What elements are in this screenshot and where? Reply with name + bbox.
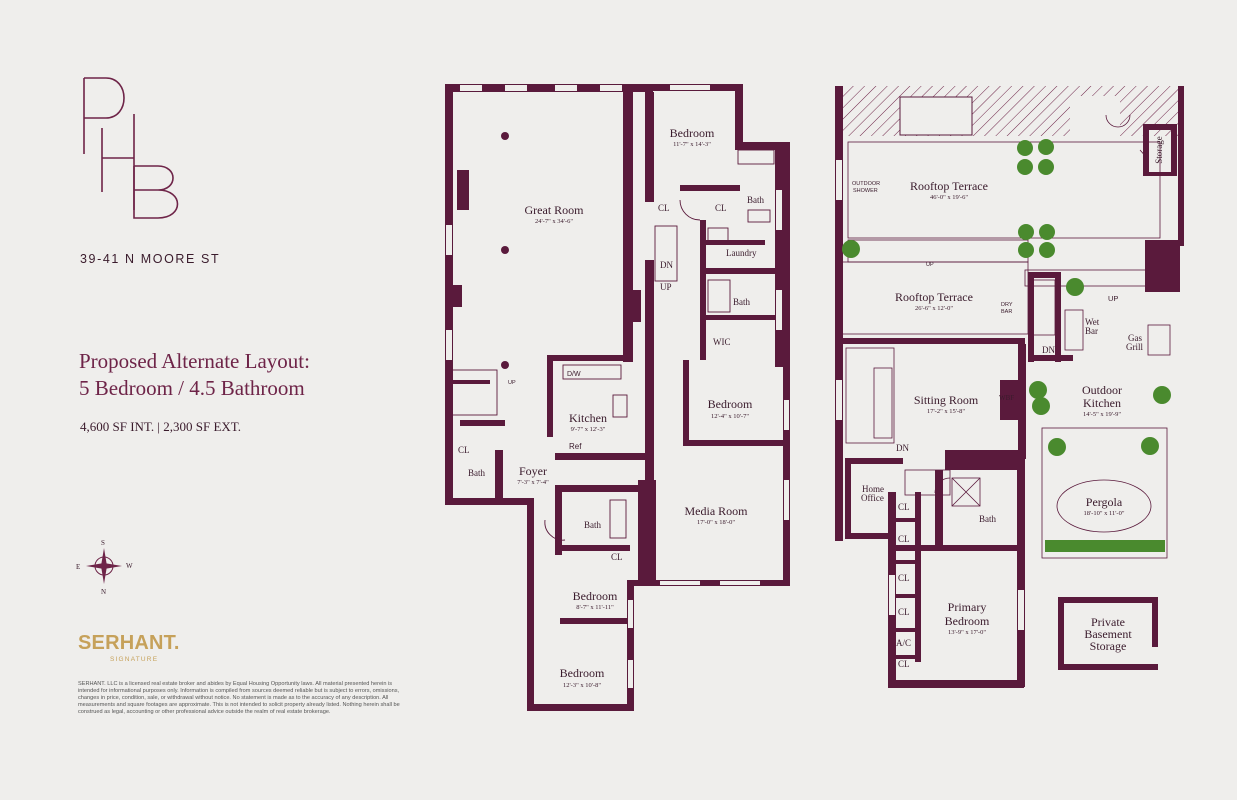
basement-label-1: Private (1091, 615, 1125, 629)
bath-3-label: Bath (468, 468, 485, 478)
sitting-room-dims: 17'-2" x 15'-8" (927, 408, 965, 415)
storage-label: Storage (1154, 136, 1164, 164)
closet-1-label: CL (898, 502, 910, 512)
serhant-brand: SERHANT. SIGNATURE (78, 632, 180, 663)
wbf-label: WBF (999, 394, 1014, 402)
upper-floor-labels: Storage OUTDOOR SHOWER Rooftop Terrace 4… (852, 136, 1164, 669)
dry-bar-label-1: DRY (1001, 302, 1013, 308)
great-room-dims: 24'-7" x 34'-6" (535, 218, 573, 225)
primary-bedroom-label-2: Bedroom (945, 614, 990, 628)
outdoor-shower-label-2: SHOWER (853, 188, 878, 194)
rooftop-terrace-1-label: Rooftop Terrace (910, 179, 988, 193)
gas-grill-label-2: Grill (1126, 342, 1143, 352)
stair-up-small-label: UP (508, 380, 516, 386)
foyer-label: Foyer (519, 464, 547, 478)
sitting-room-label: Sitting Room (914, 393, 979, 407)
closet-d-label: CL (611, 552, 623, 562)
up-label-2: UP (1108, 294, 1118, 303)
ac-label: A/C (896, 638, 911, 648)
layout-title: Proposed Alternate Layout: 5 Bedroom / 4… (79, 348, 310, 402)
property-address: 39-41 N MOORE ST (80, 252, 221, 266)
bedroom-1-dims: 11'-7" x 14'-3" (673, 141, 711, 148)
bedroom-3-dims: 8'-7" x 11'-11" (576, 604, 614, 611)
basement-label-3: Storage (1090, 639, 1127, 653)
bedroom-3-label: Bedroom (573, 589, 618, 603)
upper-floor-plan: Storage OUTDOOR SHOWER Rooftop Terrace 4… (835, 86, 1184, 688)
compass-west: W (126, 562, 133, 570)
layout-title-line-1: Proposed Alternate Layout: (79, 349, 310, 373)
bedroom-1-label: Bedroom (670, 126, 715, 140)
bath-1-label: Bath (747, 195, 764, 205)
primary-bedroom-label-1: Primary (948, 600, 987, 614)
media-room-label: Media Room (685, 504, 749, 518)
brand-logo (78, 70, 208, 235)
wet-bar-label-2: Bar (1085, 326, 1098, 336)
layout-title-line-2: 5 Bedroom / 4.5 Bathroom (79, 376, 305, 400)
bedroom-2-dims: 12'-4" x 10'-7" (711, 413, 749, 420)
compass-east: E (76, 563, 80, 571)
great-room-label: Great Room (525, 203, 585, 217)
refrigerator-label: Ref (569, 442, 582, 451)
bath-4-label: Bath (584, 520, 601, 530)
kitchen-dims: 9'-7" x 12'-3" (571, 426, 606, 433)
stair-dn-label-2: DN (896, 443, 909, 453)
brand-name: SERHANT. (78, 632, 180, 654)
legal-disclaimer: SERHANT. LLC is a licensed real estate b… (78, 681, 400, 715)
stair-up-label: UP (660, 282, 672, 292)
wic-label: WIC (713, 337, 731, 347)
main-floor-plan: Great Room 24'-7" x 34'-6" Bedroom 11'-7… (445, 84, 790, 711)
compass-north: N (101, 588, 106, 596)
outdoor-kitchen-label-2: Kitchen (1083, 396, 1121, 410)
home-office-label-1: Home (862, 484, 884, 494)
home-office-label-2: Office (861, 493, 884, 503)
closet-c-label: CL (458, 445, 470, 455)
dry-bar-label-2: BAR (1001, 309, 1012, 315)
closet-6-label: CL (898, 659, 910, 669)
pergola-dims: 18'-10" x 11'-0" (1084, 510, 1125, 517)
laundry-label: Laundry (726, 248, 757, 258)
bedroom-4-dims: 12'-3" x 10'-8" (563, 682, 601, 689)
media-room-dims: 17'-0" x 18'-0" (697, 519, 735, 526)
outdoor-kitchen-dims: 14'-5" x 19'-9" (1083, 411, 1121, 418)
bedroom-4-label: Bedroom (560, 666, 605, 680)
closet-2-label: CL (898, 534, 910, 544)
bedroom-2-label: Bedroom (708, 397, 753, 411)
outdoor-shower-label-1: OUTDOOR (852, 181, 880, 187)
up-label-1: UP (926, 262, 934, 268)
kitchen-label: Kitchen (569, 411, 607, 425)
bath-2-label: Bath (733, 297, 750, 307)
foyer-dims: 7'-3" x 7'-4" (517, 479, 549, 486)
rooftop-terrace-2-label: Rooftop Terrace (895, 290, 973, 304)
outdoor-kitchen-label-1: Outdoor (1082, 383, 1122, 397)
closet-3-label: CL (898, 573, 910, 583)
stair-dn-label: DN (660, 260, 673, 270)
closet-4-label: CL (898, 607, 910, 617)
basement-label-2: Basement (1084, 627, 1132, 641)
brand-subtitle: SIGNATURE (110, 656, 159, 663)
primary-bedroom-dims: 13'-9" x 17'-0" (948, 629, 986, 636)
square-footage: 4,600 SF INT. | 2,300 SF EXT. (80, 419, 242, 434)
rooftop-terrace-2-dims: 26'-6" x 12'-0" (915, 305, 953, 312)
main-floor-labels: Great Room 24'-7" x 34'-6" Bedroom 11'-7… (458, 126, 764, 689)
compass-south: S (101, 539, 105, 547)
rooftop-terrace-1-dims: 46'-0" x 19'-6" (930, 194, 968, 201)
closet-b-label: CL (715, 203, 727, 213)
wet-bar-label-1: Wet (1085, 317, 1100, 327)
pergola-label: Pergola (1086, 495, 1123, 509)
stair-dn-label-1: DN (1042, 345, 1055, 355)
compass-rose: S N E W (74, 536, 136, 601)
dishwasher-label: D/W (567, 371, 581, 378)
gas-grill-label-1: Gas (1128, 333, 1142, 343)
primary-bath-label: Bath (979, 514, 996, 524)
closet-a-label: CL (658, 203, 670, 213)
